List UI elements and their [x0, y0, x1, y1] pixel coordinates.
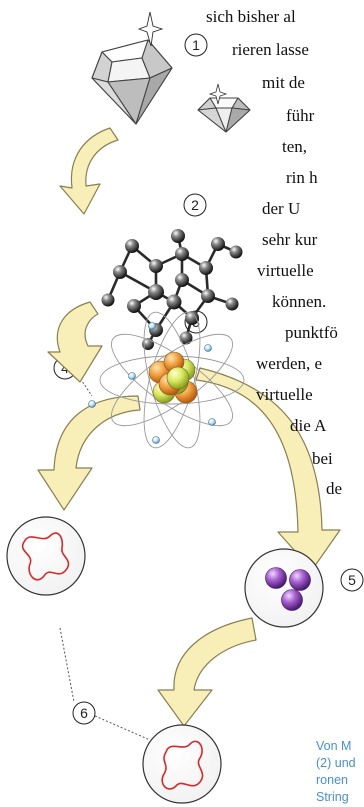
- bubble-electron-string: [6, 516, 86, 596]
- label-5: 5: [340, 568, 364, 592]
- label-6: 6: [59, 627, 151, 741]
- nucleus: [148, 351, 198, 404]
- svg-text:1: 1: [192, 37, 200, 53]
- text-line-6: rin h: [286, 168, 318, 187]
- arrow-quarks-to-string: [157, 617, 257, 727]
- large-diamond: [91, 39, 173, 125]
- bubble-quark-string: [142, 724, 222, 804]
- bubble-quarks: [244, 548, 324, 628]
- text-line-2: rieren lasse: [232, 40, 309, 59]
- label-2: 2: [183, 193, 207, 217]
- arrow-atom-to-nucleons: [195, 367, 341, 571]
- text-line-13: virtuelle: [256, 385, 313, 404]
- text-line-4: führ: [286, 106, 315, 125]
- text-line-11: punktfö: [285, 323, 338, 342]
- text-line-15: bei: [312, 449, 333, 468]
- caption-line-1: Von M: [316, 739, 352, 753]
- svg-text:5: 5: [348, 572, 356, 588]
- crystal-lattice: [101, 229, 243, 350]
- arrow-atom-to-electron: [37, 395, 141, 511]
- arrow-lattice-to-atom: [47, 301, 103, 383]
- text-line-8: sehr kur: [262, 230, 318, 249]
- text-line-16: de: [326, 479, 343, 498]
- text-line-1: sich bisher al: [206, 7, 296, 26]
- text-line-3: mit de: [262, 73, 305, 92]
- text-line-7: der U: [262, 199, 301, 218]
- small-diamond: [197, 97, 251, 133]
- sparkle-small-icon: [208, 83, 228, 105]
- arrow-diamond-to-lattice: [59, 127, 119, 215]
- atom: [88, 311, 245, 449]
- text-line-5: ten,: [282, 137, 308, 156]
- text-line-12: werden, e: [256, 354, 323, 373]
- label-1: 1: [184, 33, 208, 57]
- text-line-9: virtuelle: [257, 261, 314, 280]
- caption-line-4: String: [316, 790, 349, 804]
- sparkle-icon: [137, 11, 164, 47]
- svg-text:2: 2: [191, 197, 199, 213]
- svg-text:6: 6: [80, 705, 88, 721]
- text-line-14: die A: [290, 416, 327, 435]
- caption-line-3: ronen: [316, 773, 348, 787]
- electrons: [88, 322, 216, 444]
- text-line-10: können.: [272, 292, 327, 311]
- caption-line-2: (2) und: [316, 756, 356, 770]
